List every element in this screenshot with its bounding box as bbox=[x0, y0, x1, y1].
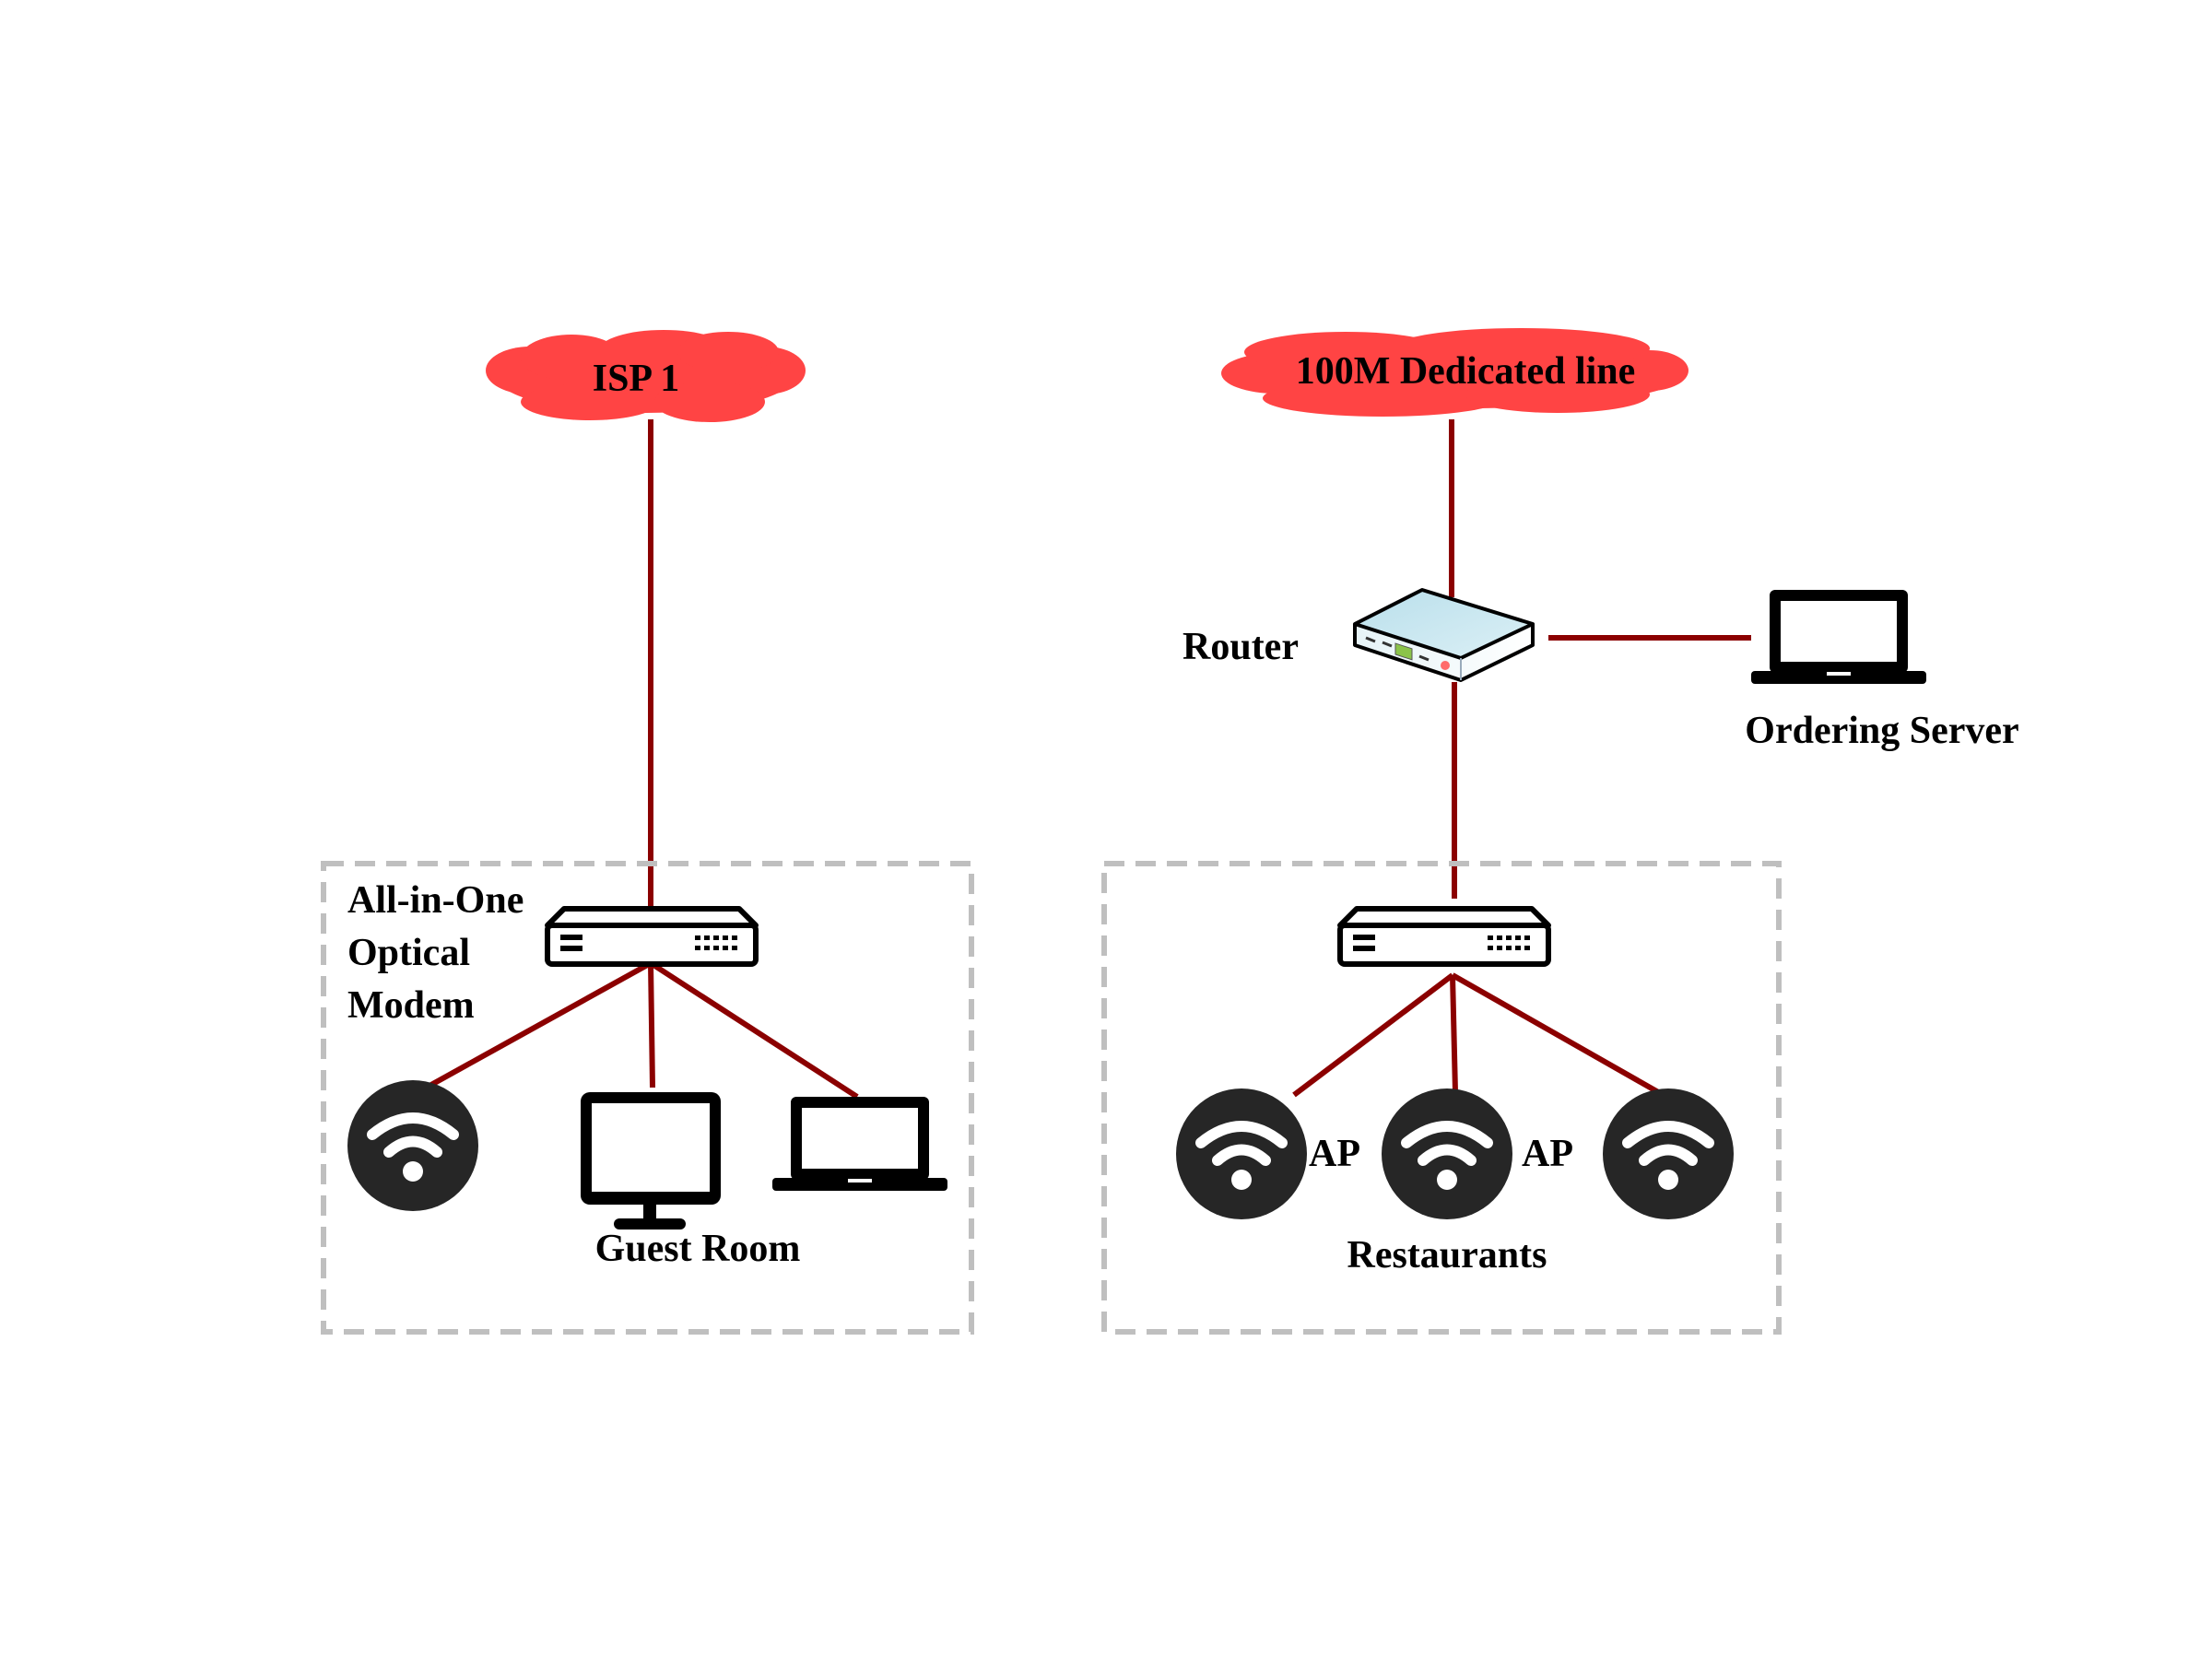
restaurant-ap-3[interactable] bbox=[1603, 1088, 1734, 1219]
modem-label-line-1: All-in-One bbox=[347, 879, 524, 922]
laptop-icon bbox=[1751, 590, 1926, 684]
router-label: Router bbox=[1182, 626, 1299, 668]
guest-room-zone bbox=[321, 861, 974, 1335]
cloud-icon bbox=[1221, 328, 1688, 417]
switch-icon bbox=[1340, 909, 1548, 964]
cloud-icon bbox=[486, 330, 806, 422]
link-switch-ap3 bbox=[1451, 972, 1668, 1100]
links bbox=[411, 419, 1751, 1100]
link-modem-laptop bbox=[649, 960, 859, 1100]
ap-label-2: AP bbox=[1522, 1133, 1573, 1175]
isp1-label: ISP 1 bbox=[593, 358, 680, 400]
ordering-server[interactable]: Ordering Server bbox=[1745, 590, 2019, 752]
restaurants-label: Restaurants bbox=[1347, 1234, 1547, 1277]
restaurant-ap-2[interactable] bbox=[1382, 1088, 1512, 1219]
dedicated-line-label: 100M Dedicated line bbox=[1296, 350, 1636, 393]
laptop-icon bbox=[772, 1097, 947, 1191]
optical-modem[interactable] bbox=[547, 909, 756, 964]
modem-label-line-2: Optical bbox=[347, 932, 470, 974]
restaurant-switch[interactable] bbox=[1340, 909, 1548, 964]
wifi-ap-icon bbox=[1382, 1088, 1512, 1219]
wifi-ap-icon bbox=[1603, 1088, 1734, 1219]
wifi-ap-icon bbox=[347, 1080, 478, 1211]
ap-label-1: AP bbox=[1309, 1133, 1360, 1175]
monitor-icon bbox=[581, 1092, 721, 1230]
restaurant-ap-1[interactable] bbox=[1176, 1088, 1307, 1219]
router-icon bbox=[1353, 588, 1535, 682]
dedicated-line-cloud: 100M Dedicated line bbox=[1221, 328, 1688, 417]
guest-desktop[interactable] bbox=[581, 1092, 721, 1230]
guest-room-label: Guest Room bbox=[595, 1228, 801, 1270]
link-switch-ap1 bbox=[1292, 972, 1454, 1098]
optical-modem-label: All-in-One Optical Modem bbox=[347, 879, 524, 1027]
link-switch-ap2 bbox=[1450, 974, 1458, 1093]
ordering-server-label: Ordering Server bbox=[1745, 710, 2018, 752]
isp1-cloud: ISP 1 bbox=[486, 330, 806, 422]
wifi-ap-icon bbox=[1176, 1088, 1307, 1219]
restaurants-zone bbox=[1101, 861, 1782, 1335]
modem-icon bbox=[547, 909, 756, 964]
router[interactable]: Router bbox=[1182, 588, 1535, 682]
link-modem-ap bbox=[411, 960, 653, 1098]
modem-label-line-3: Modem bbox=[347, 984, 475, 1027]
link-modem-monitor bbox=[648, 962, 655, 1088]
guest-ap[interactable] bbox=[347, 1080, 478, 1211]
guest-laptop[interactable] bbox=[772, 1097, 947, 1191]
